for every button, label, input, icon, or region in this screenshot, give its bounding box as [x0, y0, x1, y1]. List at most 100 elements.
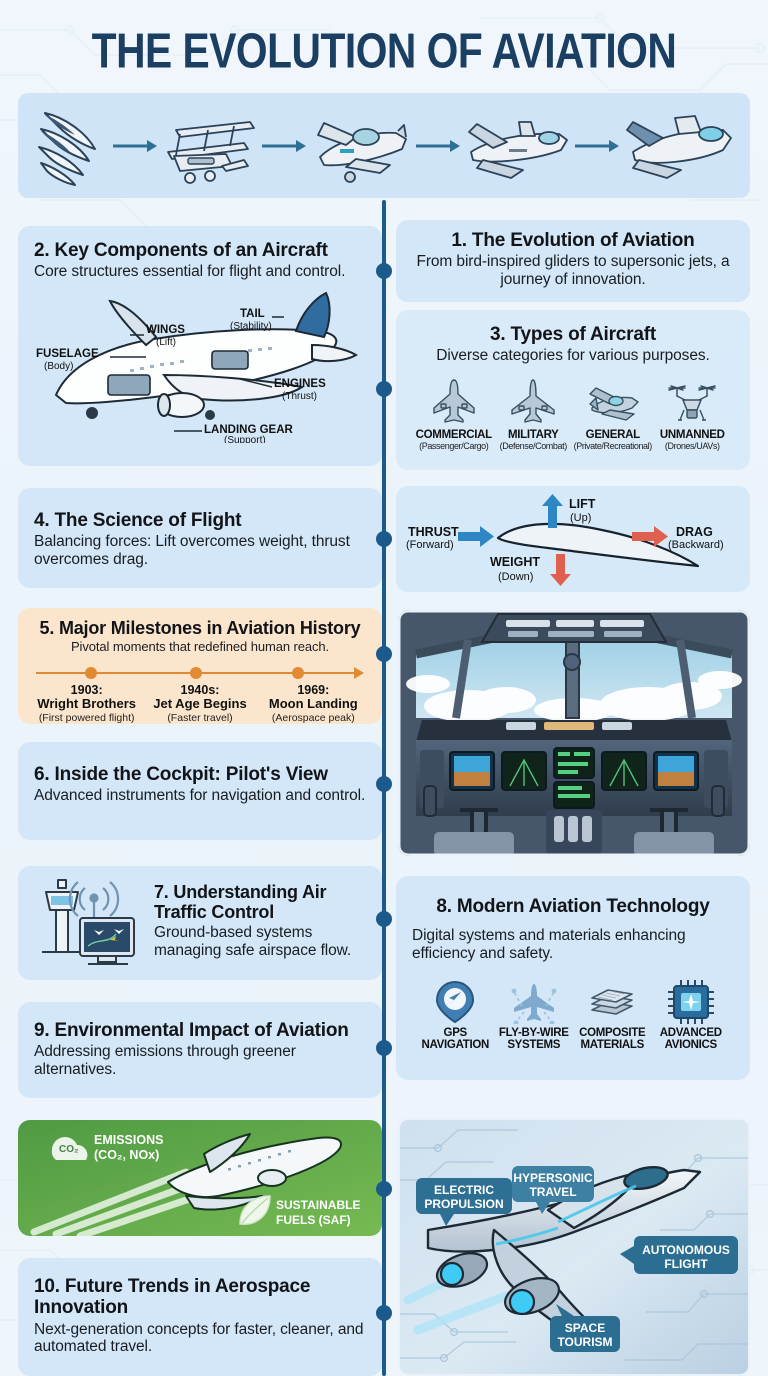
light-plane-icon [573, 373, 653, 429]
co2-cloud-icon: CO₂ [51, 1137, 88, 1160]
section-1-heading: 1. The Evolution of Aviation [451, 230, 695, 251]
callout-wings: WINGS [146, 324, 185, 336]
tech-item-avionics: ADVANCED AVIONICS [652, 977, 731, 1053]
type-detail: (Defense/Combat) [499, 440, 568, 451]
tech-label: FLY-BY-WIRE SYSTEMS [498, 1026, 569, 1052]
future-aircraft-illustration: ELECTRIC PROPULSION HYPERSONIC TRAVEL AU… [398, 1118, 750, 1376]
milestone-name: Wright Brothers [37, 696, 137, 712]
aircraft-components-diagram: WINGS (Lift) TAIL (Stability) FUSELAGE (… [36, 291, 358, 446]
section-10-body: Next-generation concepts for faster, cle… [34, 1320, 364, 1356]
jet-fighter-icon [468, 120, 569, 179]
tech-label: COMPOSITE MATERIALS [579, 1026, 646, 1052]
aircraft-type-military: MILITARY (Defense/Combat) [494, 373, 574, 451]
weight-arrow-icon [550, 554, 571, 586]
section-3-body: Diverse categories for various purposes. [436, 347, 710, 365]
timeline-node [376, 1040, 392, 1056]
svg-text:ELECTRIC: ELECTRIC [434, 1183, 494, 1197]
milestone-year: 1969: [297, 682, 330, 697]
drone-icon [653, 373, 733, 429]
composite-layers-icon [573, 977, 652, 1027]
emissions-label: EMISSIONS [94, 1133, 163, 1147]
section-10-card: 10. Future Trends in Aerospace Innovatio… [18, 1258, 382, 1376]
arrow-right-icon [262, 139, 307, 152]
future-aircraft-illustration-card: ELECTRIC PROPULSION HYPERSONIC TRAVEL AU… [398, 1118, 750, 1376]
milestone-list: 1903: Wright Brothers (First powered fli… [30, 683, 370, 724]
svg-text:AUTONOMOUS: AUTONOMOUS [642, 1243, 730, 1257]
force-detail-weight: (Down) [498, 571, 533, 583]
tech-item-composite: COMPOSITE MATERIALS [573, 977, 652, 1053]
callout-landing-gear: LANDING GEAR [204, 424, 294, 436]
timeline-node [376, 911, 392, 927]
four-forces-diagram: THRUST (Forward) DRAG (Backward) LIFT (U… [406, 494, 724, 586]
type-label: UNMANNED [659, 428, 725, 441]
section-9-heading: 9. Environmental Impact of Aviation [34, 1020, 349, 1041]
section-4-heading: 4. The Science of Flight [34, 510, 242, 531]
callout-autonomous-flight: AUTONOMOUS FLIGHT [620, 1236, 738, 1274]
milestone-detail: (Faster travel) [167, 712, 233, 724]
milestone-name: Moon Landing [268, 696, 358, 712]
aircraft-type-general: GENERAL (Private/Recreational) [573, 373, 653, 451]
milestone-year: 1903: [70, 682, 103, 697]
svg-text:(Body): (Body) [44, 361, 73, 372]
type-detail: (Private/Recreational) [573, 440, 653, 451]
milestone-detail: (Aerospace peak) [271, 712, 355, 724]
callout-tail: TAIL [240, 308, 265, 320]
callout-hypersonic-travel: HYPERSONIC TRAVEL [512, 1166, 594, 1214]
section-3-card: 3. Types of Aircraft Diverse categories … [396, 310, 750, 470]
sustainable-fuels-label-line2: FUELS (SAF) [276, 1213, 351, 1227]
milestone-dot [190, 666, 203, 679]
timeline-node [376, 381, 392, 397]
airliner-icon [414, 373, 494, 429]
aircraft-type-unmanned: UNMANNED (Drones/UAVs) [653, 373, 733, 451]
force-label-drag: DRAG [676, 525, 713, 539]
section-7-heading: 7. Understanding Air Traffic Control [154, 882, 327, 923]
thrust-arrow-icon [458, 526, 494, 547]
milestone-item: 1903: Wright Brothers (First powered fli… [30, 683, 143, 724]
milestone-dot [85, 666, 98, 679]
svg-text:(Support): (Support) [224, 435, 266, 443]
force-detail-thrust: (Forward) [406, 539, 454, 551]
cockpit-illustration-card [398, 610, 750, 856]
arrow-right-icon [575, 139, 620, 152]
arrow-right-icon [415, 139, 460, 152]
evolution-strip [18, 93, 750, 198]
section-8-body: Digital systems and materials enhancing … [412, 927, 686, 962]
tech-items-row: GPS NAVIGATION FLY-BY-WIRE SYSTEMS [412, 977, 734, 1053]
sustainable-fuels-label-line1: SUSTAINABLE [276, 1198, 360, 1212]
milestone-dot [291, 666, 304, 679]
biplane-icon [167, 120, 256, 184]
milestone-detail: (First powered flight) [38, 712, 135, 724]
section-4-body: Balancing forces: Lift overcomes weight,… [34, 533, 350, 568]
section-8-card: 8. Modern Aviation Technology Digital sy… [396, 876, 750, 1080]
section-6-body: Advanced instruments for navigation and … [34, 787, 366, 805]
type-label: MILITARY [507, 428, 559, 441]
timeline-node [376, 646, 392, 662]
timeline-node [376, 531, 392, 547]
section-7-body: Ground-based systems managing safe airsp… [154, 924, 352, 959]
svg-text:TRAVEL: TRAVEL [529, 1185, 576, 1199]
svg-text:(Thrust): (Thrust) [282, 391, 317, 402]
force-label-thrust: THRUST [408, 525, 459, 539]
force-detail-drag: (Backward) [668, 539, 724, 551]
arrow-right-icon [112, 139, 157, 152]
emissions-illustration: CO₂ EMISSIONS (CO₂, NOx) SUSTAINABLE FUE… [18, 1120, 382, 1236]
tech-label: ADVANCED AVIONICS [659, 1026, 722, 1052]
section-4-card: 4. The Science of Flight Balancing force… [18, 488, 382, 588]
type-detail: (Passenger/Cargo) [419, 440, 489, 451]
force-label-weight: WEIGHT [490, 555, 540, 569]
svg-text:CO₂: CO₂ [59, 1144, 78, 1155]
section-7-card: 7. Understanding Air Traffic Control Gro… [18, 866, 382, 980]
section-9-body: Addressing emissions through greener alt… [34, 1043, 296, 1078]
force-detail-lift: (Up) [570, 512, 591, 524]
section-5-heading: 5. Major Milestones in Aviation History [39, 618, 361, 638]
milestone-item: 1940s: Jet Age Begins (Faster travel) [143, 683, 256, 724]
tech-item-fly-by-wire: FLY-BY-WIRE SYSTEMS [495, 977, 574, 1053]
airliner-cockpit-illustration [398, 610, 750, 856]
section-3-heading: 3. Types of Aircraft [490, 324, 656, 345]
milestone-axis [36, 665, 364, 681]
aircraft-type-commercial: COMMERCIAL (Passenger/Cargo) [414, 373, 494, 451]
modern-fighter-icon [626, 114, 732, 179]
leaf-icon [239, 1195, 271, 1225]
type-label: COMMERCIAL [415, 428, 493, 441]
milestone-name: Jet Age Begins [153, 696, 247, 712]
